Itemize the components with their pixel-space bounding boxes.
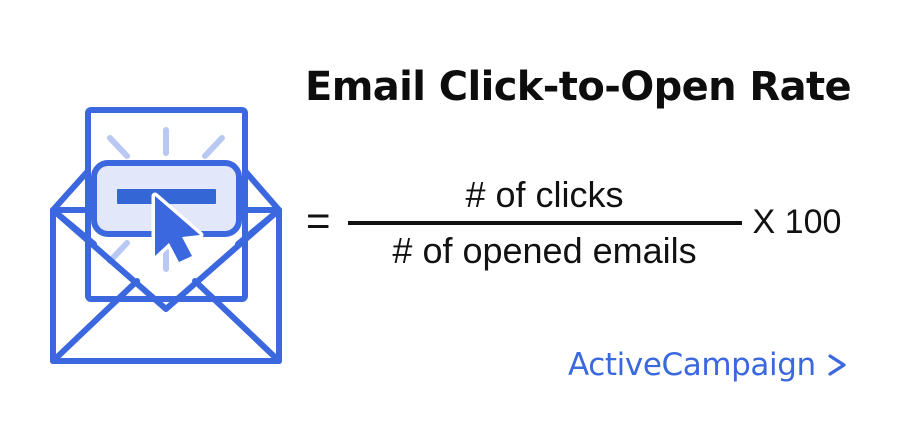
equals-sign: = (306, 197, 331, 244)
fraction-bar (347, 221, 742, 225)
activecampaign-logo: ActiveCampaign (568, 347, 851, 383)
fraction-numerator: # of clicks (465, 174, 624, 215)
envelope-front-panel (50, 207, 282, 364)
fraction-denominator: # of opened emails (392, 230, 697, 271)
cta-button-graphic (91, 160, 242, 237)
multiplier-label: X 100 (752, 203, 842, 241)
chevron-right-icon (825, 350, 851, 380)
mouse-cursor-icon (151, 192, 204, 266)
open-envelope-illustration (32, 96, 300, 382)
click-rays-icon (107, 127, 225, 272)
fraction: # of clicks # of opened emails (347, 173, 743, 273)
logo-wordmark: ActiveCampaign (568, 347, 816, 383)
formula-block: = # of clicks # of opened emails X 100 (306, 158, 878, 288)
page-title: Email Click-to-Open Rate (304, 64, 852, 110)
